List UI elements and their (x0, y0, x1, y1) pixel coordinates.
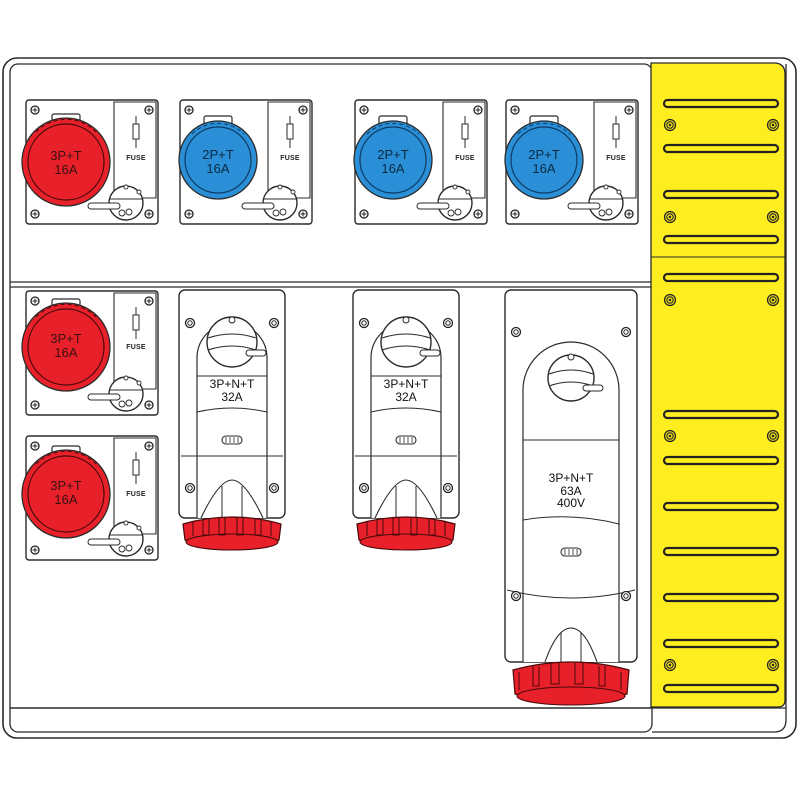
fuse-label-top-4: FUSE (606, 155, 626, 162)
large-interlocked-socket (504, 289, 638, 706)
yellow-cover-panel (650, 62, 786, 708)
socket-type: 2P+T (377, 147, 409, 162)
socket-label-top-2: 2P+T 16A (188, 148, 248, 175)
fuse-label-top-2: FUSE (280, 155, 300, 162)
socket-rating: 16A (381, 160, 405, 176)
socket-type: 3P+T (50, 478, 82, 493)
socket-label-top-1: 3P+T 16A (36, 149, 96, 176)
large-socket-label: 3P+N+T 63A 400V (505, 472, 637, 510)
interlock-label-1: 3P+N+T 32A (179, 378, 285, 403)
socket-label-left-1: 3P+T 16A (36, 332, 96, 359)
interlocked-socket-2 (353, 290, 459, 550)
socket-type: 3P+N+T (209, 377, 255, 391)
socket-type: 3P+N+T (548, 471, 594, 485)
socket-type: 2P+T (528, 147, 560, 162)
socket-label-top-4: 2P+T 16A (514, 148, 574, 175)
socket-voltage: 400V (556, 496, 586, 511)
socket-rating: 16A (54, 161, 78, 177)
interlocked-socket-1 (179, 290, 285, 550)
socket-rating: 16A (532, 160, 556, 176)
socket-rating: 63A (560, 483, 582, 498)
socket-type: 3P+T (50, 331, 82, 346)
socket-rating: 16A (54, 491, 78, 507)
fuse-label-left-1: FUSE (126, 344, 146, 351)
interlock-label-2: 3P+N+T 32A (353, 378, 459, 403)
socket-rating: 16A (206, 160, 230, 176)
socket-type: 3P+N+T (383, 377, 429, 391)
socket-rating: 32A (395, 389, 417, 404)
fuse-label-top-3: FUSE (455, 155, 475, 162)
socket-type: 2P+T (202, 147, 234, 162)
socket-label-left-2: 3P+T 16A (36, 479, 96, 506)
socket-rating: 16A (54, 344, 78, 360)
socket-rating: 32A (221, 389, 243, 404)
socket-type: 3P+T (50, 148, 82, 163)
socket-label-top-3: 2P+T 16A (363, 148, 423, 175)
fuse-label-top-1: FUSE (126, 155, 146, 162)
fuse-label-left-2: FUSE (126, 491, 146, 498)
